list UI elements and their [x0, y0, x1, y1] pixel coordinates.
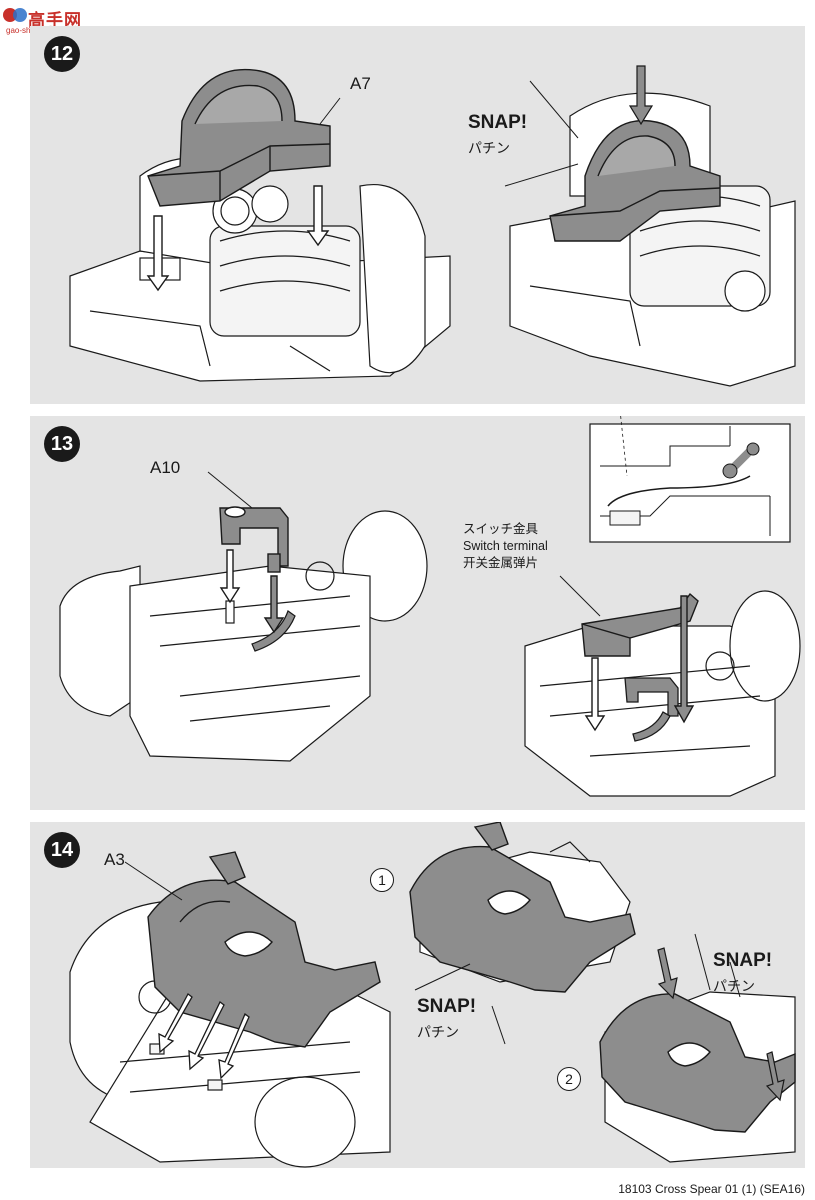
watermark-icon — [3, 8, 27, 22]
step-14-panel: 14 A3 1 2 SNAP! パチン SNAP! パチン — [30, 822, 805, 1168]
part-label-a7: A7 — [350, 74, 371, 93]
snap-label-left: SNAP! — [417, 996, 477, 1017]
step-12-panel: 12 A7 SNAP! パチン — [30, 26, 805, 404]
step-number-13: 13 — [44, 426, 80, 462]
snap-label-right-jp: パチン — [713, 978, 755, 994]
step-number-12: 12 — [44, 36, 80, 72]
snap-label-jp: パチン — [468, 140, 510, 156]
step-14-illustration — [69, 822, 796, 1168]
part-label-a10: A10 — [150, 458, 181, 477]
watermark-text: 高手网 — [28, 11, 82, 30]
snap-label: SNAP! — [468, 112, 528, 133]
part-label-a3: A3 — [104, 850, 125, 869]
switch-terminal-label: スイッチ金具 Switch terminal 开关金属弹片 — [463, 522, 548, 570]
step-number-14: 14 — [44, 832, 80, 868]
footer-product-code: 18103 Cross Spear 01 (1) (SEA16) — [618, 1182, 805, 1196]
sub-step-1-marker: 1 — [370, 868, 394, 892]
step-13-panel: 13 A10 スイッチ金具 Switch terminal 开关金属弹片 — [30, 416, 805, 810]
snap-label-right: SNAP! — [713, 950, 773, 971]
sub-step-2-marker: 2 — [557, 1067, 581, 1091]
step-12-illustration — [69, 65, 796, 387]
step-13-illustration — [59, 416, 801, 797]
snap-label-left-jp: パチン — [417, 1024, 459, 1040]
